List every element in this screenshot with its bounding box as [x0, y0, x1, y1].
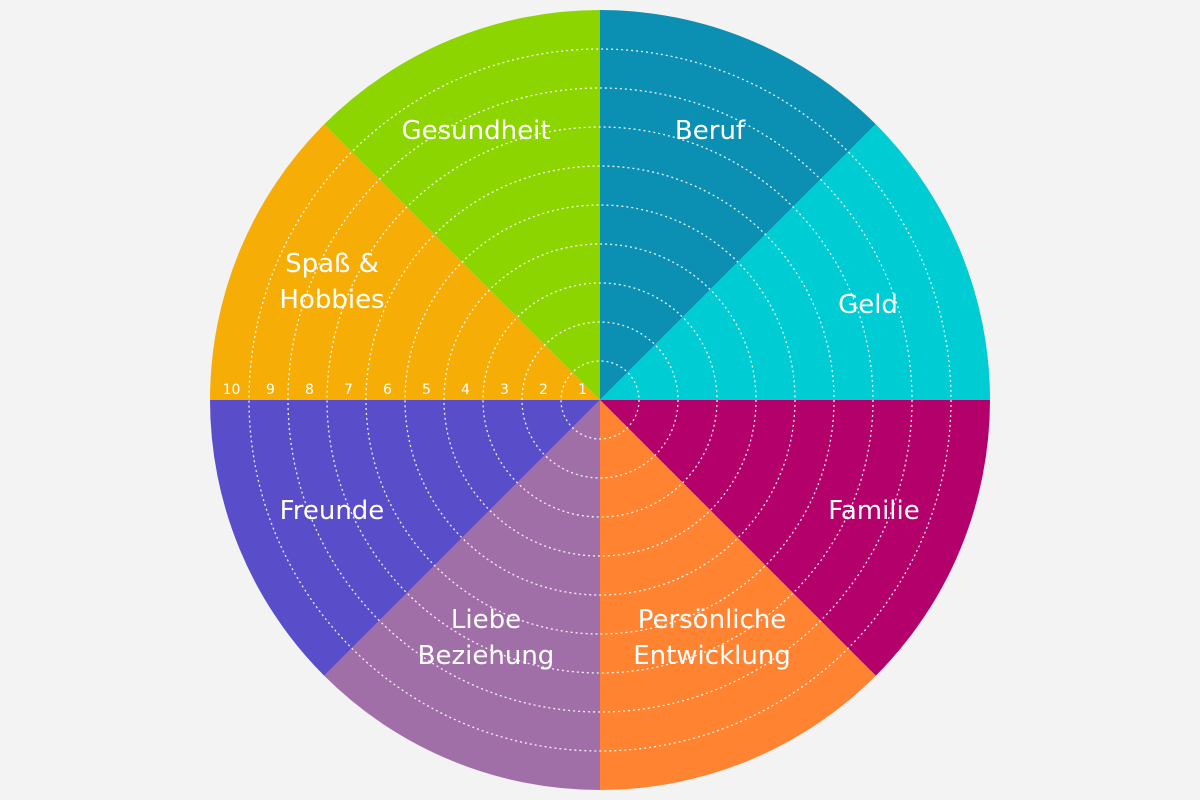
wheel-segments [210, 10, 990, 790]
scale-rings [248, 48, 952, 752]
segment-label-line: Entwicklung [633, 641, 791, 671]
segment-beruf [600, 10, 876, 400]
segment-label-line: Beruf [675, 116, 746, 146]
segment-label-line: Liebe [451, 605, 521, 635]
scale-ring-6 [365, 165, 835, 635]
segment-label-familie: Familie [828, 496, 920, 526]
segment-label-line: Persönliche [638, 605, 787, 635]
segment-label-line: Familie [828, 496, 920, 526]
scale-number-1: 1 [578, 382, 587, 398]
scale-ring-1 [560, 360, 640, 440]
segment-liebe-beziehung [324, 400, 600, 790]
segment-label-line: Spaß & [285, 249, 379, 279]
scale-number-6: 6 [383, 382, 392, 398]
segment-label-line: Gesundheit [401, 116, 550, 146]
scale-number-10: 10 [223, 382, 241, 398]
segment-freunde [210, 400, 600, 676]
segment-label-line: Freunde [280, 496, 385, 526]
scale-ring-7 [326, 126, 874, 674]
scale-number-8: 8 [305, 382, 314, 398]
segment-label-line: Geld [838, 290, 898, 320]
scale-numbers: 1 2 3 4 5 6 7 8 9 10 [223, 382, 587, 398]
segment-gesundheit [324, 10, 600, 400]
segment-label-spass-hobbies: Spaß & Hobbies [279, 249, 384, 315]
scale-number-9: 9 [266, 382, 275, 398]
scale-ring-3 [482, 282, 718, 518]
segment-persoenliche-entwicklung [600, 400, 876, 790]
scale-number-7: 7 [344, 382, 353, 398]
scale-ring-8 [287, 87, 913, 713]
scale-number-5: 5 [422, 382, 431, 398]
scale-number-4: 4 [461, 382, 470, 398]
segment-label-line: Hobbies [279, 285, 384, 315]
segment-familie [600, 400, 990, 676]
segment-label-freunde: Freunde [280, 496, 385, 526]
scale-ring-5 [404, 204, 796, 596]
scale-number-3: 3 [500, 382, 509, 398]
segment-label-beruf: Beruf [675, 116, 746, 146]
segment-label-line: Beziehung [418, 641, 555, 671]
segment-label-geld: Geld [838, 290, 898, 320]
scale-ring-9 [248, 48, 952, 752]
segment-spass-hobbies [210, 124, 600, 400]
scale-number-2: 2 [539, 382, 548, 398]
segment-label-gesundheit: Gesundheit [401, 116, 550, 146]
segment-geld [600, 124, 990, 400]
scale-ring-2 [521, 321, 679, 479]
scale-ring-4 [443, 243, 757, 557]
